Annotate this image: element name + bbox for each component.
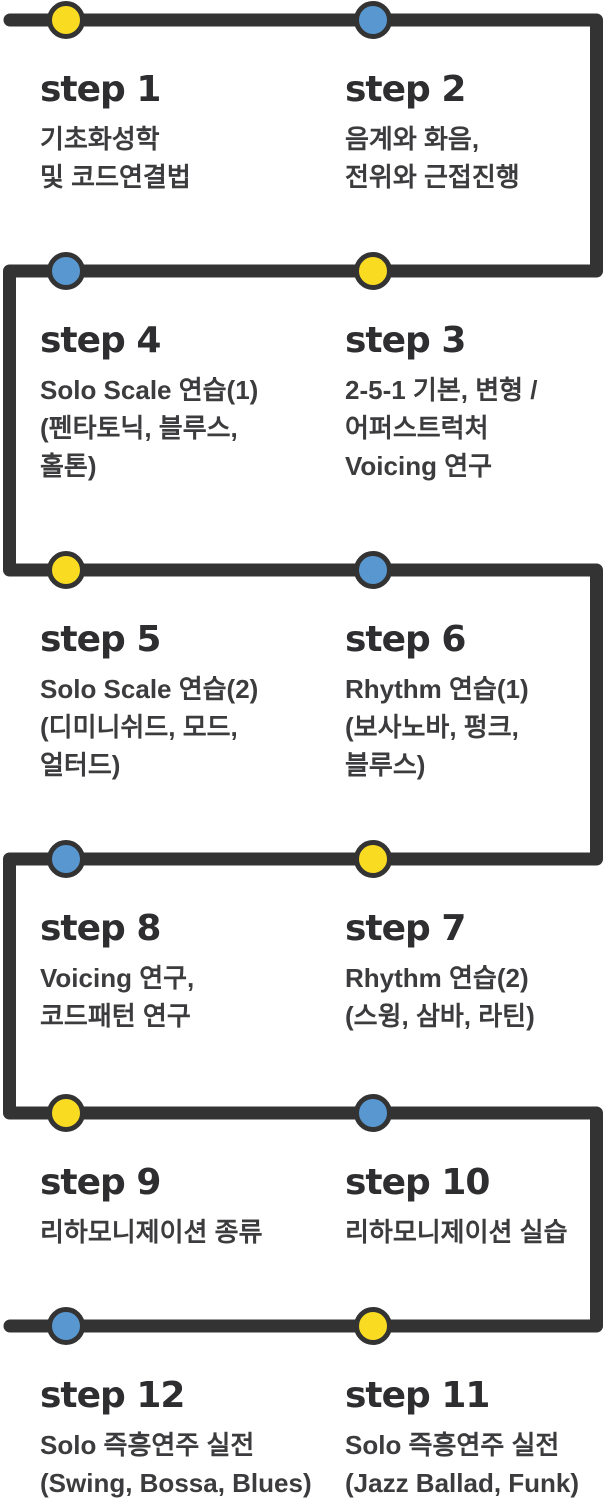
step-description-line: (디미니쉬드, 모드,: [40, 712, 238, 742]
step-block-8: step 8 Voicing 연구, 코드패턴 연구: [40, 907, 305, 1035]
step-block-2: step 2 음계와 화음, 전위와 근접진행: [345, 68, 604, 196]
step-description: Solo Scale 연습(1) (펜타토닉, 블루스, 홀톤): [40, 371, 305, 485]
step-dot-1-yellow: [47, 1, 85, 39]
step-dot-6-blue: [354, 551, 392, 589]
step-title: step 7: [345, 908, 466, 949]
step-block-5: step 5 Solo Scale 연습(2) (디미니쉬드, 모드, 얼터드): [40, 618, 305, 784]
step-description: 리하모니제이션 종류: [40, 1213, 305, 1251]
step-block-9: step 9 리하모니제이션 종류: [40, 1161, 305, 1251]
step-description: 음계와 화음, 전위와 근접진행: [345, 120, 604, 196]
step-description-line: (펜타토닉, 블루스,: [40, 413, 238, 443]
step-dots-layer: [47, 1, 392, 1345]
step-block-7: step 7 Rhythm 연습(2) (스윙, 삼바, 라틴): [345, 907, 604, 1035]
step-dot-4-blue: [47, 252, 85, 290]
step-title: step 9: [40, 1162, 161, 1203]
step-description-line: 코드패턴 연구: [40, 1001, 191, 1031]
step-block-11: step 11 Solo 즉흥연주 실전 (Jazz Ballad, Funk): [345, 1374, 604, 1502]
step-dot-12-blue: [47, 1307, 85, 1345]
step-description: 리하모니제이션 실습: [345, 1213, 604, 1251]
step-description: Solo 즉흥연주 실전 (Swing, Bossa, Blues): [40, 1426, 312, 1502]
step-block-6: step 6 Rhythm 연습(1) (보사노바, 펑크, 블루스): [345, 618, 604, 784]
step-description-line: (스윙, 삼바, 라틴): [345, 1001, 535, 1031]
snake-path-line: [3, 13, 603, 1333]
step-description-line: Rhythm 연습(1): [345, 674, 529, 704]
step-block-3: step 3 2-5-1 기본, 변형 / 어퍼스트럭처 Voicing 연구: [345, 319, 604, 485]
step-description-line: Solo Scale 연습(1): [40, 375, 259, 405]
step-title: step 4: [40, 320, 161, 361]
step-title: step 5: [40, 619, 161, 660]
step-dot-5-yellow: [47, 551, 85, 589]
step-description-line: 리하모니제이션 실습: [345, 1217, 568, 1247]
step-title: step 11: [345, 1375, 490, 1416]
step-dot-8-blue: [47, 840, 85, 878]
step-description-line: 기초화성학: [40, 124, 160, 154]
step-description-line: 얼터드): [40, 750, 121, 780]
step-description: Solo 즉흥연주 실전 (Jazz Ballad, Funk): [345, 1426, 604, 1502]
step-dot-9-yellow: [47, 1094, 85, 1132]
step-description-line: 홀톤): [40, 451, 97, 481]
step-dot-3-yellow: [354, 252, 392, 290]
step-title: step 3: [345, 320, 466, 361]
step-description-line: 블루스): [345, 750, 426, 780]
step-description-line: 어퍼스트럭처: [345, 413, 489, 443]
step-title: step 2: [345, 69, 466, 110]
step-title: step 8: [40, 908, 161, 949]
step-dot-7-yellow: [354, 840, 392, 878]
step-block-4: step 4 Solo Scale 연습(1) (펜타토닉, 블루스, 홀톤): [40, 319, 305, 485]
step-description-line: 음계와 화음,: [345, 124, 480, 154]
step-title: step 12: [40, 1375, 185, 1416]
step-description-line: Solo 즉흥연주 실전: [345, 1430, 560, 1460]
step-block-10: step 10 리하모니제이션 실습: [345, 1161, 604, 1251]
step-description-line: (보사노바, 펑크,: [345, 712, 519, 742]
step-dot-10-blue: [354, 1094, 392, 1132]
step-description-line: Solo 즉흥연주 실전: [40, 1430, 255, 1460]
step-description: Voicing 연구, 코드패턴 연구: [40, 959, 305, 1035]
step-description-line: (Swing, Bossa, Blues): [40, 1468, 312, 1498]
step-title: step 1: [40, 69, 161, 110]
step-block-12: step 12 Solo 즉흥연주 실전 (Swing, Bossa, Blues…: [40, 1374, 312, 1502]
step-description-line: Solo Scale 연습(2): [40, 674, 259, 704]
step-description: Solo Scale 연습(2) (디미니쉬드, 모드, 얼터드): [40, 670, 305, 784]
step-title: step 6: [345, 619, 466, 660]
step-description-line: (Jazz Ballad, Funk): [345, 1468, 580, 1498]
step-description: Rhythm 연습(1) (보사노바, 펑크, 블루스): [345, 670, 604, 784]
step-title: step 10: [345, 1162, 490, 1203]
step-description-line: Voicing 연구: [345, 451, 493, 481]
step-description: 2-5-1 기본, 변형 / 어퍼스트럭처 Voicing 연구: [345, 371, 604, 485]
step-dot-11-yellow: [354, 1307, 392, 1345]
step-description-line: Voicing 연구,: [40, 963, 195, 993]
step-dot-2-blue: [354, 1, 392, 39]
step-description: Rhythm 연습(2) (스윙, 삼바, 라틴): [345, 959, 604, 1035]
step-description-line: 2-5-1 기본, 변형 /: [345, 375, 538, 405]
step-description-line: 전위와 근접진행: [345, 162, 520, 192]
step-description-line: 및 코드연결법: [40, 162, 191, 192]
step-description-line: 리하모니제이션 종류: [40, 1217, 263, 1247]
step-description-line: Rhythm 연습(2): [345, 963, 529, 993]
